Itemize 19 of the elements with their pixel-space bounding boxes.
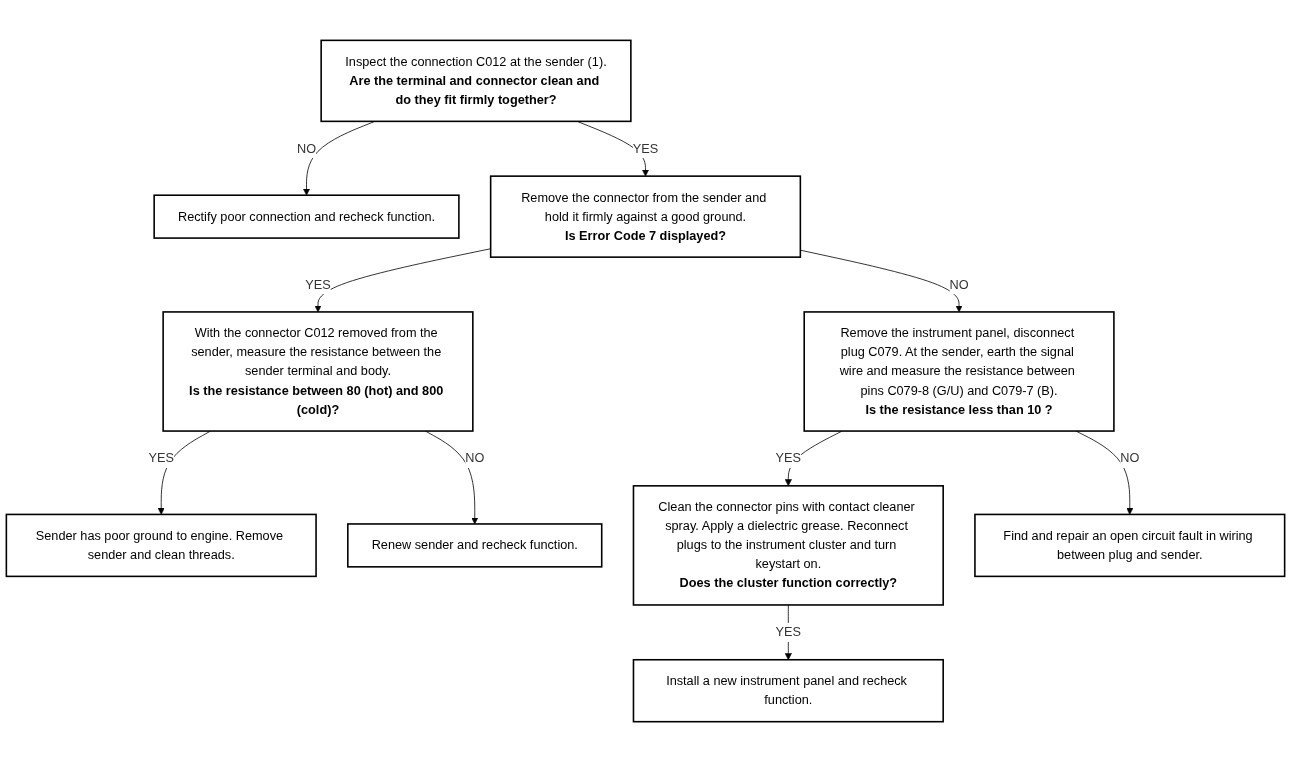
edge-label: YES	[305, 277, 331, 291]
node-box: Remove the connector from the sender and hold it firmly against a good ground. Is Error Code 7 displayed?	[489, 175, 802, 258]
edge-label: NO	[296, 141, 317, 156]
node-box: Find and repair an open circuit fault in wiring between plug and sender.	[974, 513, 1286, 578]
edge-label: NO	[949, 277, 969, 291]
edge-label: YES	[775, 625, 802, 639]
node-box: Renew sender and recheck function.	[347, 523, 603, 568]
node-box: Install a new instrument panel and recheck function.	[632, 658, 944, 723]
node-box: Inspect the connection C012 at the sender (1). Are the terminal and connector clean and do they fit firmly together?	[320, 39, 632, 123]
edge-label: NO	[1120, 451, 1140, 465]
node-box: With the connector C012 removed from the sender, measure the resistance between the sender terminal and body. Is the resistance between 80 (hot) and 800 (cold)?	[162, 311, 474, 432]
node-box: Clean the connector pins with contact cleaner spray. Apply a dielectric grease. Reconnect plugs to the instrument cluster and turn keystart on. Does the cluster function correctly?	[632, 485, 944, 606]
edge-label: YES	[632, 141, 659, 156]
edge-label: YES	[148, 451, 174, 465]
node-box: Rectify poor connection and recheck function.	[153, 194, 460, 239]
edge-label: NO	[465, 451, 485, 465]
node-box: Remove the instrument panel, disconnect plug C079. At the sender, earth the signal wire and measure the resistance between pins C079-8 (G/U) and C079-7 (B). Is the resistance less than 10 ?	[803, 311, 1115, 432]
edge-label: YES	[775, 451, 802, 465]
node-box: Sender has poor ground to engine. Remove sender and clean threads.	[5, 513, 317, 578]
